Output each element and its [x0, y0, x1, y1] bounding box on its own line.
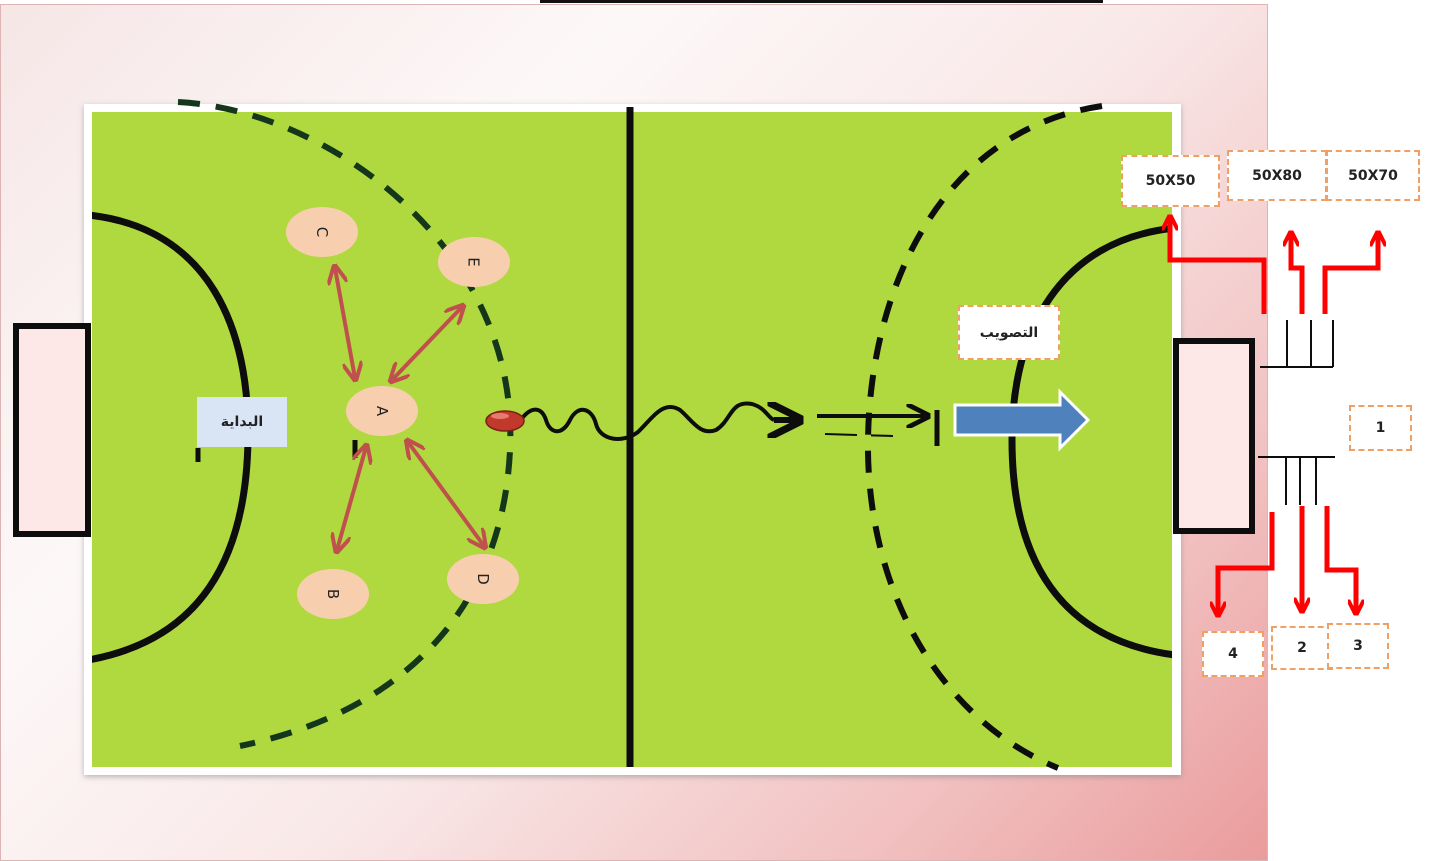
target-arrow-4 — [1218, 512, 1275, 616]
left-free-throw-line — [177, 99, 514, 749]
player-e-label: E — [464, 257, 483, 267]
shooting-label: التصويب — [958, 305, 1060, 360]
start-label: البداية — [197, 397, 287, 447]
player-c: C — [286, 207, 358, 257]
ball-highlight — [491, 413, 509, 419]
left-goal — [13, 323, 91, 537]
top-rule — [540, 0, 1103, 3]
pass-arrow-a-e — [392, 307, 462, 380]
player-e: E — [438, 237, 510, 287]
target-arrow-50x70 — [1322, 232, 1378, 314]
player-c-label: C — [312, 226, 331, 238]
player-b-label: B — [323, 588, 342, 600]
pass-arrow-a-c — [335, 268, 355, 378]
target-box-3: 3 — [1327, 623, 1389, 669]
player-d-label: D — [474, 573, 492, 585]
right-goal — [1173, 338, 1255, 534]
size-box-50x70: 50X70 — [1326, 150, 1420, 201]
shot-arrow-icon — [953, 388, 1091, 452]
target-box-1: 1 — [1349, 405, 1412, 451]
target-box-2: 2 — [1271, 626, 1333, 670]
target-arrow-50x80 — [1291, 232, 1305, 314]
target-arrow-50x50 — [1170, 216, 1267, 314]
size-box-50x80: 50X80 — [1227, 150, 1327, 201]
right-goal-area-line — [1008, 224, 1172, 659]
pass-arrow-a-b — [337, 447, 366, 550]
player-a: A — [346, 386, 418, 436]
target-box-4: 4 — [1202, 631, 1264, 677]
size-box-50x50: 50X50 — [1121, 155, 1220, 207]
player-d: D — [447, 554, 519, 604]
pass-arrow-a-d — [408, 442, 484, 546]
player-b: B — [297, 569, 369, 619]
player-a-label: A — [372, 405, 391, 417]
target-arrow-3 — [1324, 506, 1356, 614]
approach-marks — [824, 433, 894, 437]
dribble-path — [518, 401, 775, 441]
